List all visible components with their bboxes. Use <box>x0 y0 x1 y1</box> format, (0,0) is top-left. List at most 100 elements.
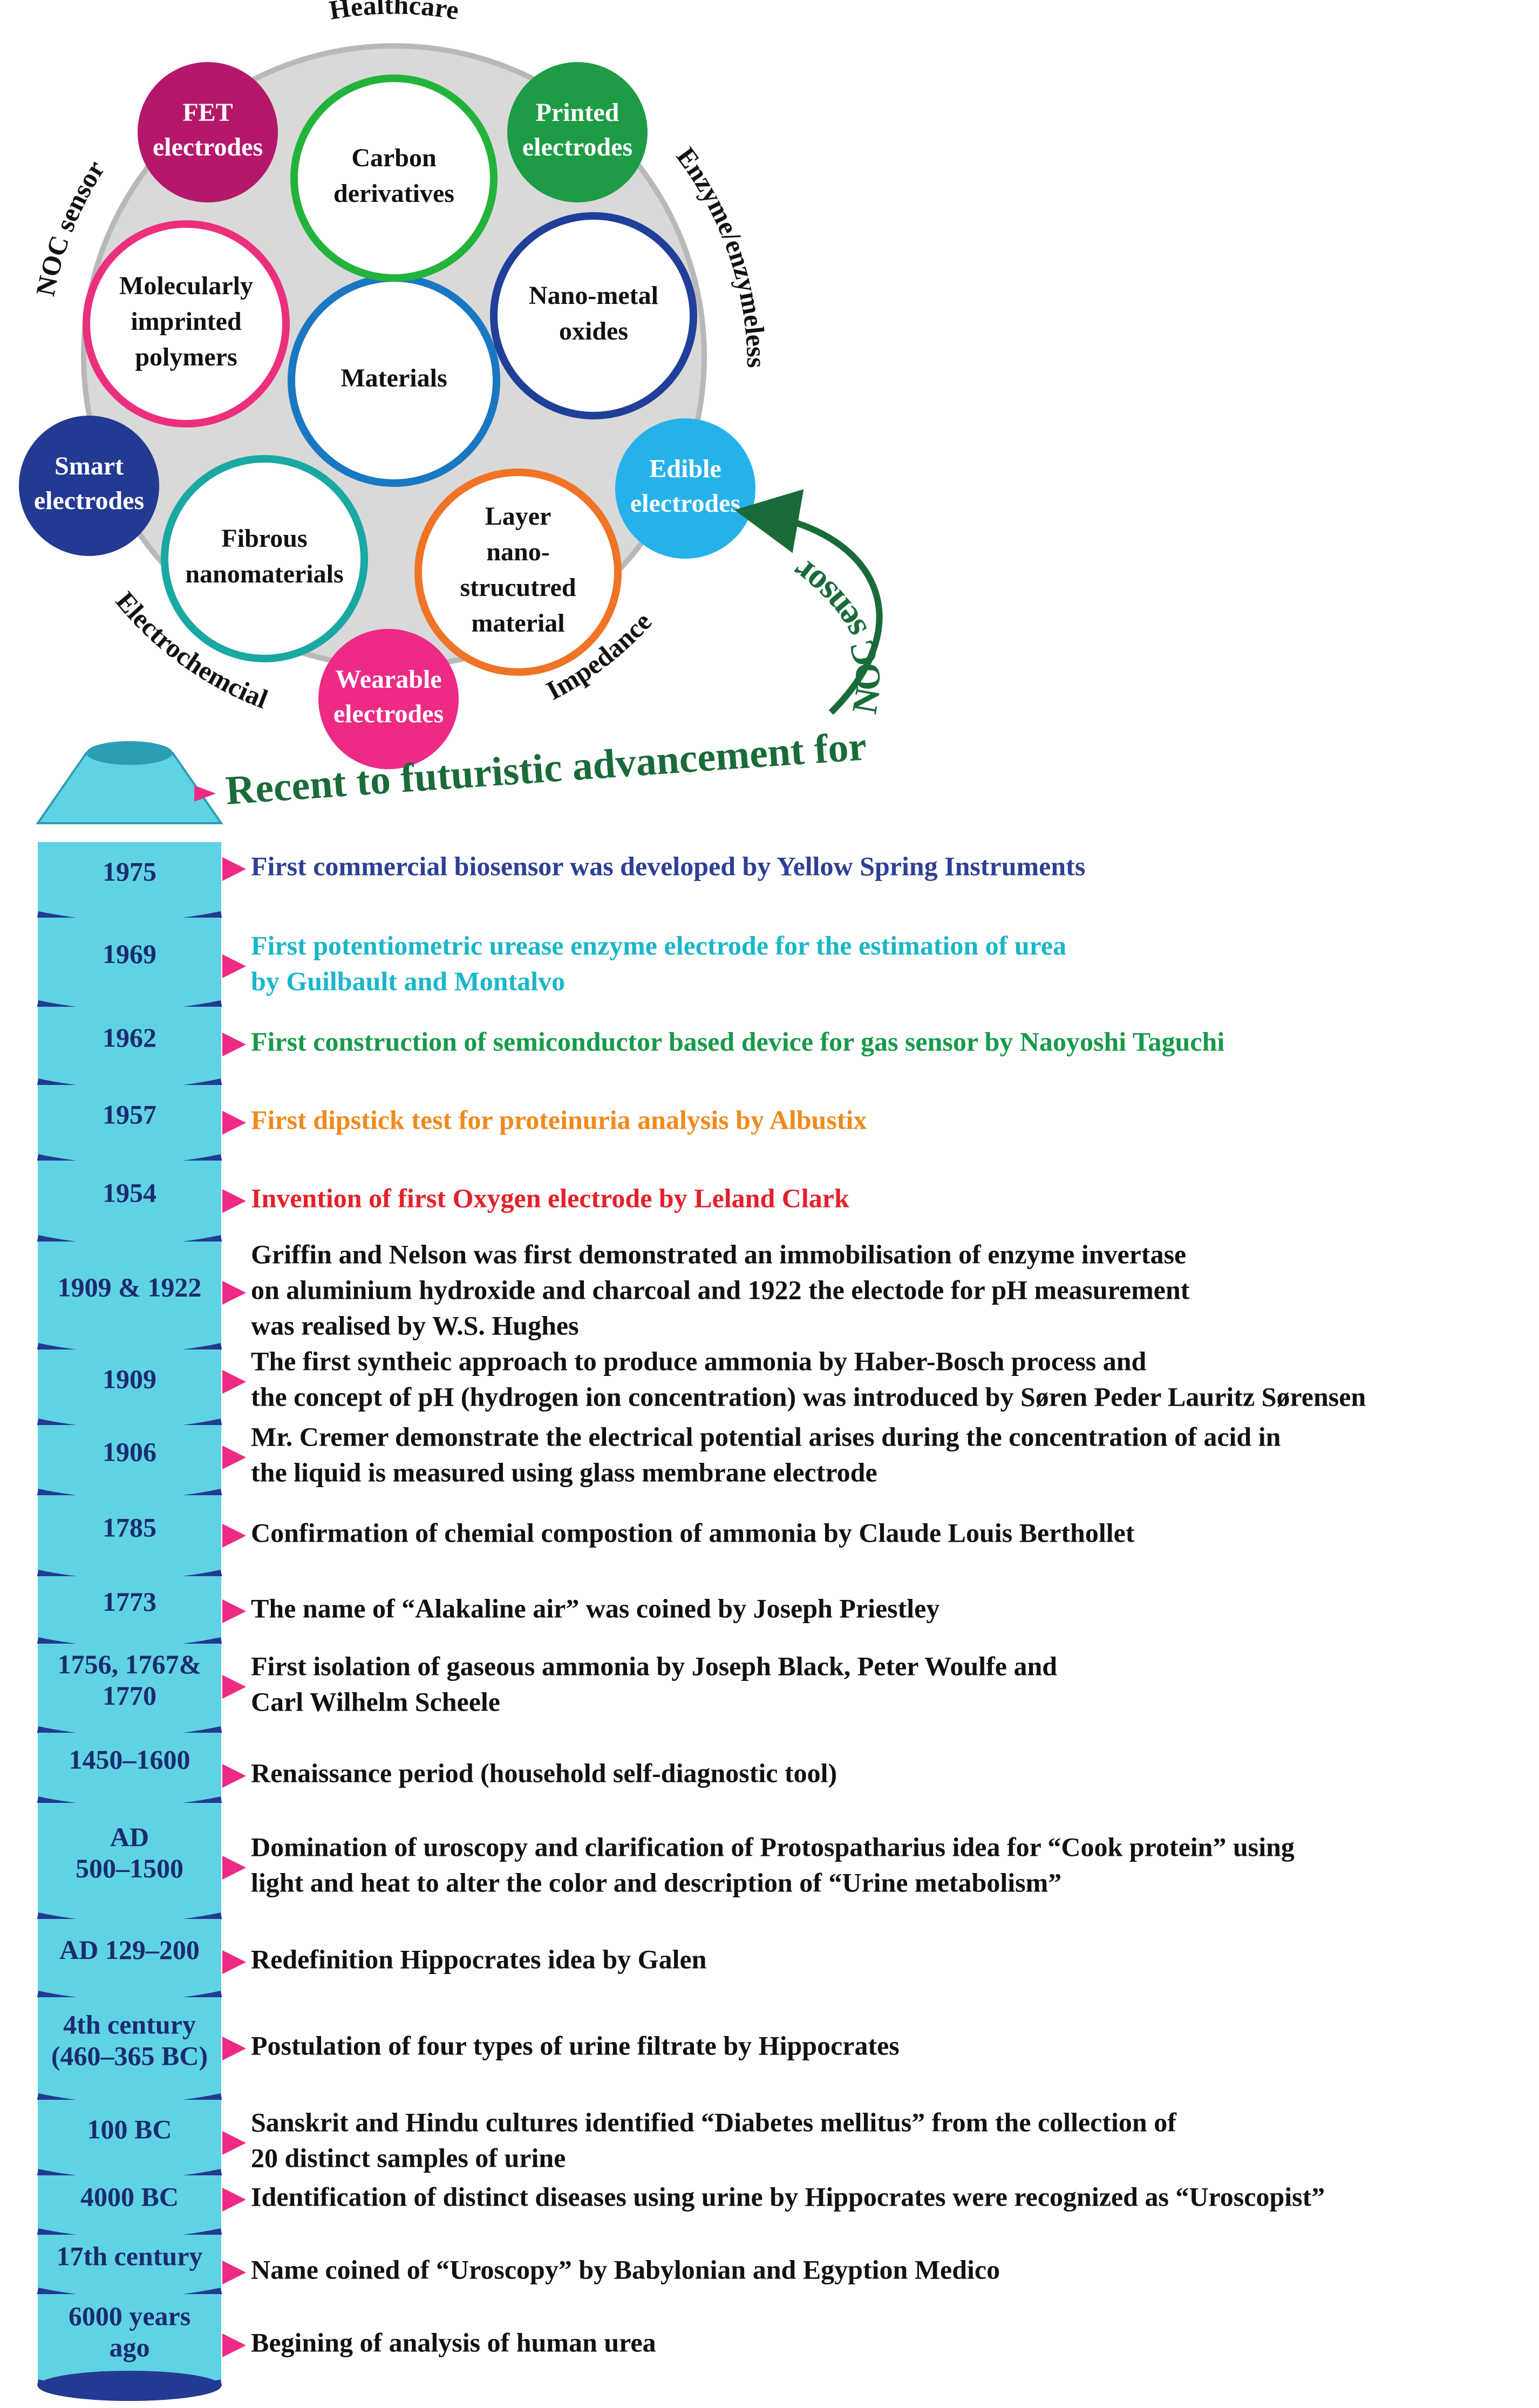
arrow-label: NOC sensor <box>785 551 888 717</box>
timeline-event: Renaissance period (household self-diagn… <box>251 1758 837 1788</box>
timeline-event: Identification of distinct diseases usin… <box>251 2181 1325 2212</box>
timeline-year-line: AD <box>110 1822 149 1852</box>
timeline-event: The name of “Alakaline air” was coined b… <box>251 1593 939 1623</box>
timeline-events: First commercial biosensor was developed… <box>222 851 1366 2357</box>
timeline-event-line: on aluminium hydroxide and charcoal and … <box>251 1274 1190 1305</box>
timeline-event: Mr. Cremer demonstrate the electrical po… <box>251 1421 1281 1487</box>
arrow-curve <box>734 489 883 715</box>
timeline-segment: 1957 <box>37 1085 222 1170</box>
segment-body <box>38 1085 221 1161</box>
electrode-node-label-line: electrodes <box>630 489 740 518</box>
timeline-event-line: Name coined of “Uroscopy” by Babylonian … <box>251 2254 1000 2284</box>
timeline-event-line: First dipstick test for proteinuria anal… <box>251 1104 867 1135</box>
timeline-event: First potentiometric urease enzyme elect… <box>251 930 1066 996</box>
center-node-label: Materials <box>341 364 447 392</box>
material-node-label-line: nano- <box>486 538 549 566</box>
timeline-pointer <box>222 1524 246 1548</box>
timeline-event-line: The first syntheic approach to produce a… <box>251 1346 1147 1376</box>
timeline-event-line: The name of “Alakaline air” was coined b… <box>251 1593 939 1623</box>
timeline-pointer <box>222 857 246 881</box>
segment-body <box>38 2100 221 2175</box>
timeline-segment: 1773 <box>37 1576 222 1653</box>
timeline-event: Name coined of “Uroscopy” by Babylonian … <box>251 2254 1000 2284</box>
timeline-event-line: Identification of distinct diseases usin… <box>251 2181 1325 2212</box>
center-node-label-line: Materials <box>341 364 447 392</box>
timeline-year: 1756, 1767&1770 <box>58 1649 202 1711</box>
timeline-event-line: the liquid is measured using glass membr… <box>251 1457 877 1487</box>
timeline-event: Redefinition Hippocrates idea by Galen <box>251 1944 707 1974</box>
timeline-segment: 1962 <box>37 1007 222 1095</box>
material-node-label-line: material <box>471 609 564 637</box>
timeline-segment: 1906 <box>37 1425 222 1505</box>
timeline-event: First commercial biosensor was developed… <box>251 851 1085 881</box>
segment-body <box>38 918 221 1007</box>
timeline-event: First isolation of gaseous ammonia by Jo… <box>251 1651 1057 1717</box>
material-node-label-line: Carbon <box>351 144 436 172</box>
timeline-pointer <box>222 2334 246 2357</box>
timeline-year: 100 BC <box>87 2114 172 2144</box>
timeline-segment: 100 BC <box>37 2100 222 2185</box>
arrow-label-text: NOC sensor <box>785 551 888 717</box>
material-node-label-line: oxides <box>559 317 628 345</box>
timeline-pointer <box>222 954 246 978</box>
timeline-event-line: First isolation of gaseous ammonia by Jo… <box>251 1651 1057 1681</box>
timeline-event-line: Renaissance period (household self-diagn… <box>251 1758 837 1788</box>
timeline-year: 1969 <box>103 939 156 969</box>
segment-body <box>38 1007 221 1085</box>
timeline-year: 4th century(460–365 BC) <box>51 2009 208 2071</box>
timeline-pointer <box>222 1111 246 1135</box>
material-node-label-line: nanomaterials <box>185 560 343 588</box>
timeline-event: First dipstick test for proteinuria anal… <box>251 1104 867 1135</box>
segment-body <box>38 1425 221 1495</box>
timeline-year: 1785 <box>103 1512 156 1542</box>
timeline-year-line: 1785 <box>103 1512 156 1542</box>
electrode-node-edible <box>615 418 755 559</box>
timeline-event-line: Redefinition Hippocrates idea by Galen <box>251 1944 707 1974</box>
timeline-event: The first syntheic approach to produce a… <box>251 1346 1366 1412</box>
timeline-year-line: 6000 years <box>69 2301 190 2331</box>
segment-body <box>38 2294 221 2386</box>
timeline-pointer <box>222 1033 246 1056</box>
timeline-year-line: ago <box>110 2332 150 2362</box>
segment-body <box>38 1495 221 1576</box>
timeline-segment: 1450–1600 <box>37 1733 222 1813</box>
timeline-year-line: 1969 <box>103 939 156 969</box>
electrode-node-printed <box>507 62 648 202</box>
timeline-event: Griffin and Nelson was first demonstrate… <box>251 1239 1190 1340</box>
timeline-event-line: by Guilbault and Montalvo <box>251 966 565 996</box>
timeline-event-line: light and heat to alter the color and de… <box>251 1867 1061 1897</box>
timeline-year-line: 1770 <box>103 1680 156 1711</box>
timeline-year-line: 1773 <box>103 1586 156 1617</box>
timeline-year: 1450–1600 <box>69 1744 190 1774</box>
timeline-year-line: 17th century <box>57 2241 203 2271</box>
timeline-year-line: 1450–1600 <box>69 1744 190 1774</box>
timeline-segment: 1785 <box>37 1495 222 1586</box>
electrode-node-fet <box>138 62 278 202</box>
timeline-event-line: was realised by W.S. Hughes <box>251 1310 579 1340</box>
timeline-pointer <box>222 2188 246 2212</box>
electrode-node-label-line: electrodes <box>333 700 444 728</box>
timeline-pointer <box>222 1370 246 1394</box>
material-node-label-line: derivatives <box>333 179 454 208</box>
timeline-segment: 1969 <box>37 918 222 1016</box>
material-node-label-line: imprinted <box>131 307 242 336</box>
timeline-segment: AD 129–200 <box>37 1919 222 2007</box>
segment-body <box>38 1919 221 1997</box>
timeline-event: Invention of first Oxygen electrode by L… <box>251 1183 849 1213</box>
timeline-segment: 4000 BC <box>37 2175 222 2244</box>
electrode-node-wearable <box>318 629 459 769</box>
timeline-year-line: 1957 <box>103 1099 156 1129</box>
timeline-year: 17th century <box>57 2241 203 2271</box>
